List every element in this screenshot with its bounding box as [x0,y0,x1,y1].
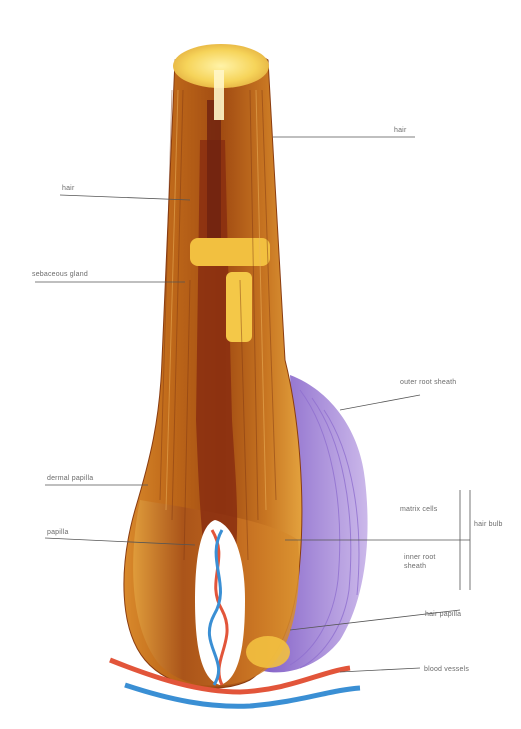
sebaceous-gland-shape [226,272,252,342]
label-blood-vessels: blood vessels [424,665,474,674]
shaft-core [207,100,221,240]
label-hair-bulb: hair bulb [474,520,516,529]
label-hair-shaft: hair [394,126,406,135]
label-inner-root-sheath: inner root sheath [404,553,458,571]
vein [125,685,360,706]
label-sebaceous-gland: sebaceous gland [32,270,88,279]
label-dermal-papilla: dermal papilla [47,474,93,483]
label-hair-left: hair [62,184,74,193]
sebaceous-band [190,238,270,266]
label-hair-papilla: hair papilla [425,610,475,619]
bulb-matrix [246,636,290,668]
hair-tip-highlight [214,70,224,120]
label-matrix-cells: matrix cells [400,505,458,514]
label-papilla: papilla [47,528,69,537]
label-outer-root-sheath: outer root sheath [400,378,495,387]
